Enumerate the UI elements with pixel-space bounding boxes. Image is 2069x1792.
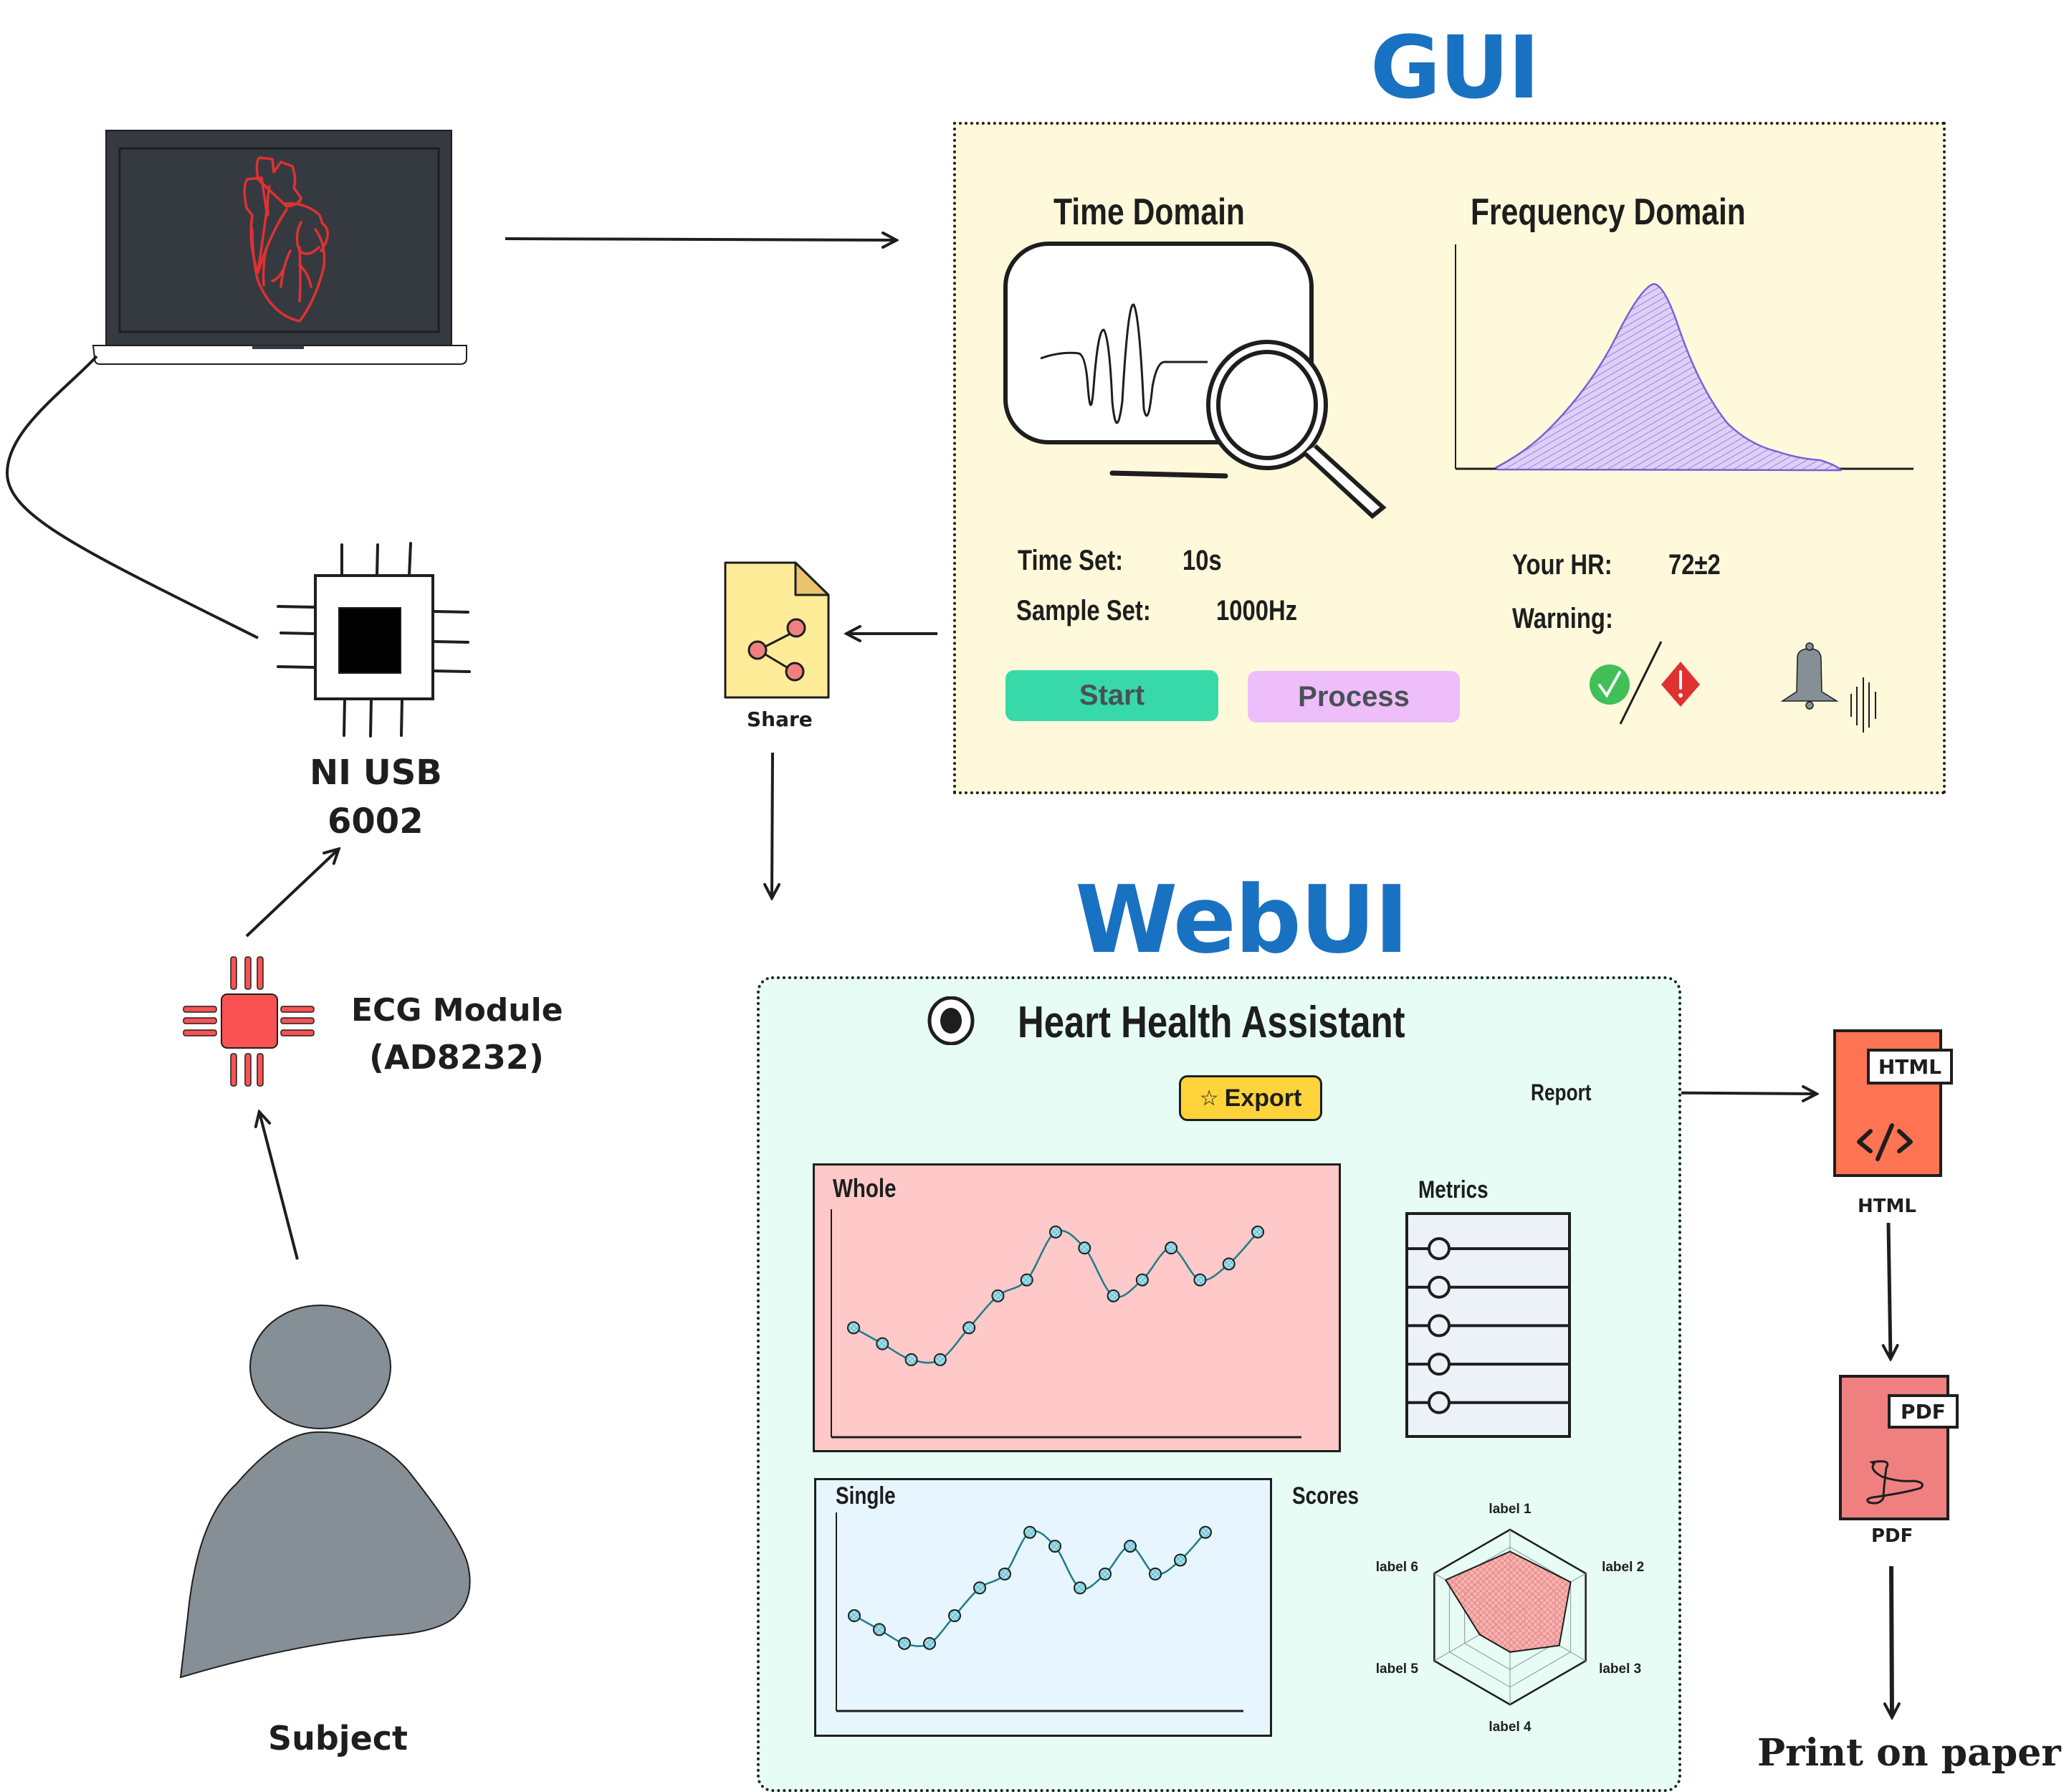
arrow-pdf-to-print [1891, 1565, 1892, 1717]
export-label: Export [1224, 1084, 1302, 1112]
metrics-title: Metrics [1418, 1176, 1489, 1204]
red-chip-icon [183, 956, 315, 1087]
chip-icon [277, 542, 471, 738]
time-set-value[interactable]: 10s [1182, 545, 1222, 576]
process-button[interactable]: Process [1248, 671, 1460, 723]
warning-label: Warning: [1512, 603, 1613, 634]
sample-set-label: Sample Set: [1016, 595, 1151, 626]
print-on-paper-label: Print on paper [1757, 1731, 2061, 1775]
time-set-label: Time Set: [1018, 545, 1124, 576]
hr-value: 72±2 [1668, 549, 1721, 581]
laptop-heart-icon [92, 130, 467, 365]
daq-label-line2: 6002 [328, 801, 424, 842]
html-label: HTML [1858, 1196, 1916, 1217]
report-label: Report [1531, 1080, 1592, 1105]
time-domain-title: Time Domain [1053, 191, 1245, 233]
whole-chart-title: Whole [833, 1173, 897, 1203]
html-tag: HTML [1867, 1049, 1953, 1085]
arrow-share-to-webui [772, 752, 773, 897]
subject-label: Subject [268, 1719, 408, 1758]
export-button[interactable]: ☆ Export [1179, 1075, 1322, 1121]
single-chart-title: Single [836, 1482, 896, 1510]
daq-label-line1: NI USB [310, 753, 442, 793]
gui-title: GUI [1370, 19, 1540, 118]
webui-title: WebUI [1075, 865, 1409, 974]
scores-title: Scores [1292, 1482, 1359, 1510]
start-button[interactable]: Start [1005, 670, 1218, 721]
hr-label: Your HR: [1512, 549, 1612, 581]
pdf-tag: PDF [1888, 1394, 1959, 1429]
radio-target-icon [927, 996, 975, 1045]
ecg-label-line1: ECG Module [351, 992, 563, 1029]
whole-chart-panel [813, 1163, 1341, 1452]
app-title: Heart Health Assistant [1018, 998, 1405, 1047]
single-chart-panel [814, 1478, 1272, 1737]
arrow-laptop-to-gui [505, 239, 896, 240]
arrow-subject-to-ecg [259, 1112, 299, 1260]
share-file-icon[interactable] [724, 561, 830, 699]
share-label: Share [747, 707, 813, 731]
frequency-domain-title: Frequency Domain [1471, 191, 1746, 233]
metrics-panel [1405, 1212, 1571, 1438]
arrow-ecg-to-daq [245, 849, 338, 938]
pdf-label: PDF [1871, 1525, 1913, 1547]
person-icon [179, 1305, 471, 1679]
star-icon: ☆ [1199, 1085, 1219, 1111]
ecg-label-line2: (AD8232) [369, 1038, 544, 1077]
usb-cable [5, 355, 259, 639]
sample-set-value[interactable]: 1000Hz [1216, 595, 1298, 626]
heart-anatomy-icon [243, 156, 329, 323]
arrow-html-to-pdf [1888, 1222, 1891, 1358]
